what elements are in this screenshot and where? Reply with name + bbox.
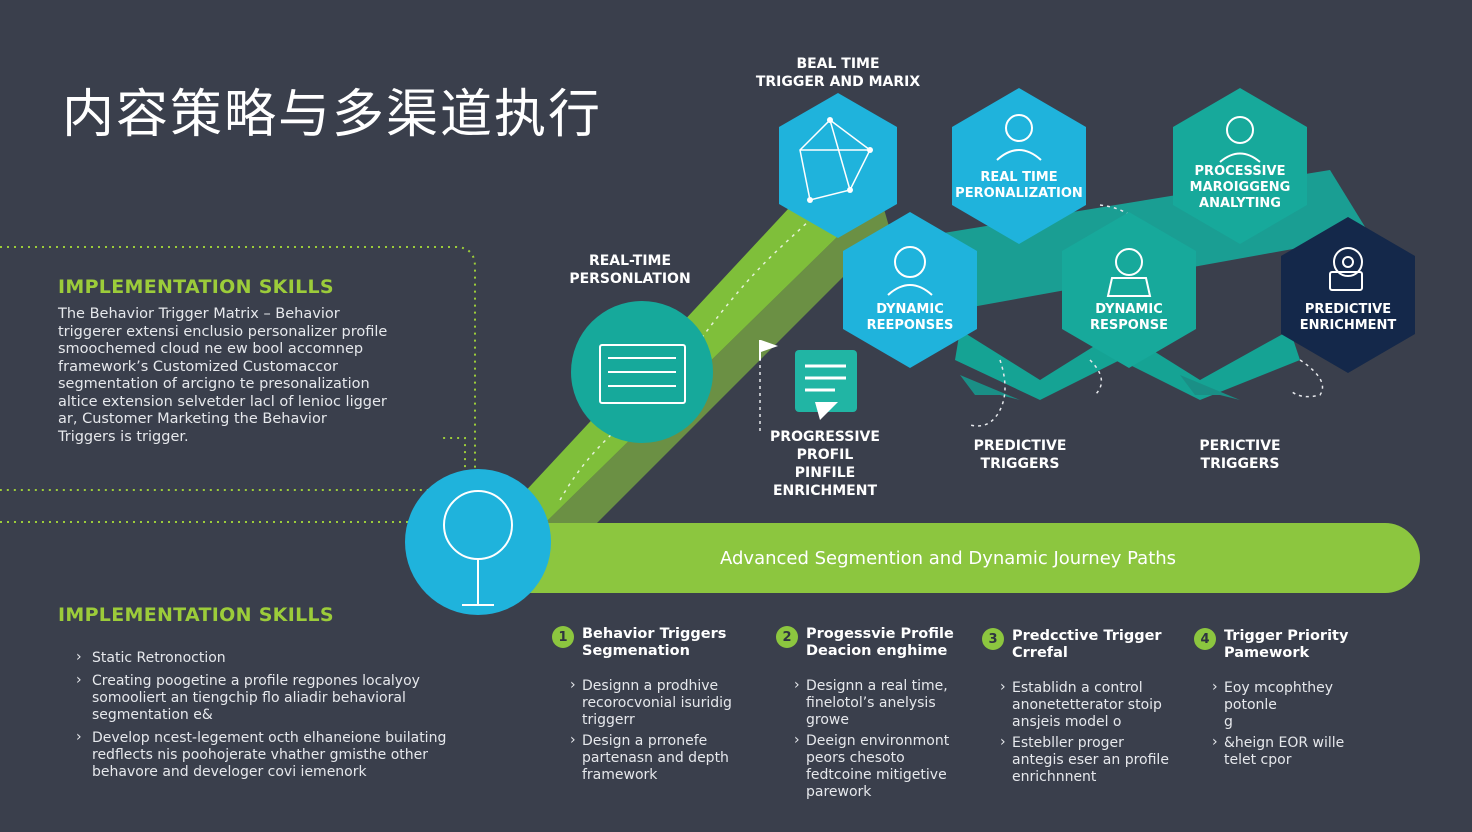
skills-body-text: The Behavior Trigger Matrix – Behavior t… bbox=[58, 306, 388, 445]
list-item: &heign EOR wille telet cpor bbox=[1210, 734, 1394, 769]
list-item: Deeign environmont peors chesoto fedtcoi… bbox=[792, 732, 986, 801]
column-2: 2 Progessvie Profile Deacion enghime Des… bbox=[776, 626, 986, 805]
hex-predictive-enrichment bbox=[1281, 217, 1415, 373]
list-item: Static Retronoction bbox=[70, 649, 510, 667]
hex-dynamic-response bbox=[1062, 212, 1196, 368]
column-title: Behavior Triggers Segmenation bbox=[582, 626, 727, 659]
smile-person-icon bbox=[1219, 116, 1261, 163]
triggers-label-2: PERICTIVE TRIGGERS bbox=[1199, 438, 1281, 472]
personalization-circle bbox=[571, 301, 713, 443]
step-number: 3 bbox=[982, 628, 1004, 650]
hex-label-dynamic-reeponses: DYNAMIC REEPONSES bbox=[866, 302, 954, 333]
hex-dynamic-reeponses bbox=[843, 212, 977, 368]
step-number: 4 bbox=[1194, 628, 1216, 650]
list-item: Eoy mcophthey potonle g bbox=[1210, 679, 1394, 731]
person-icon bbox=[996, 114, 1042, 161]
hex-label-processive: PROCESSIVE MAROIGGENG ANALYTING bbox=[1189, 164, 1291, 211]
list-item: Establidn a control anonetetterator stoi… bbox=[998, 679, 1192, 731]
list-item: Design a prronefe partenasn and depth fr… bbox=[568, 732, 762, 784]
skills-dotted-connector bbox=[0, 437, 466, 523]
step-number: 2 bbox=[776, 626, 798, 648]
gear-icon bbox=[1329, 247, 1363, 291]
skills-heading-bottom: IMPLEMENTATION SKILLS bbox=[58, 604, 334, 626]
document-icon bbox=[795, 350, 857, 420]
list-item: Estebller proger antegis eser an profile… bbox=[998, 734, 1192, 786]
list-item: Creating poogetine a profile regpones lo… bbox=[70, 672, 510, 724]
column-1: 1 Behavior Triggers Segmenation Designn … bbox=[552, 626, 762, 788]
list-item: Designn a prodhive recorocvonial isuridi… bbox=[568, 677, 762, 729]
journey-bar-label: Advanced Segmention and Dynamic Journey … bbox=[720, 548, 1177, 569]
matrix-label: BEAL TIME TRIGGER AND MARIX bbox=[755, 56, 921, 90]
list-item: Develop ncest-legement octh elhaneione b… bbox=[70, 729, 510, 781]
column-4: 4 Trigger Priority Pamework Eoy mcophthe… bbox=[1194, 628, 1394, 773]
business-person-icon bbox=[1106, 248, 1152, 297]
hex-label-dynamic-response: DYNAMIC RESPONSE bbox=[1090, 302, 1168, 333]
page-title: 内容策略与多渠道执行 bbox=[62, 85, 603, 145]
hex-label-personalization: REAL TIME PERONALIZATION bbox=[955, 170, 1083, 201]
profile-head-icon bbox=[887, 246, 933, 296]
step-number: 1 bbox=[552, 626, 574, 648]
hex-chevron-band bbox=[955, 330, 1300, 400]
tree-circle bbox=[405, 469, 551, 615]
circle-label: REAL-TIME PERSONLATION bbox=[569, 253, 691, 287]
column-title: Progessvie Profile Deacion enghime bbox=[806, 626, 954, 659]
column-title: Trigger Priority Pamework bbox=[1224, 628, 1349, 661]
hex-personalization bbox=[952, 88, 1086, 244]
tree-icon bbox=[443, 490, 513, 606]
hex-processive bbox=[1173, 88, 1307, 244]
journey-bar bbox=[480, 523, 1420, 593]
matrix-hex bbox=[779, 93, 897, 238]
column-3: 3 Predcctive Trigger Crrefal Establidn a… bbox=[982, 628, 1192, 790]
triggers-label-1: PREDICTIVE TRIGGERS bbox=[973, 438, 1067, 472]
hex-label-predictive-enrichment: PREDICTIVE ENRICHMENT bbox=[1299, 302, 1397, 333]
list-item: Designn a real time, finelotol’s anelysi… bbox=[792, 677, 986, 729]
column-title: Predcctive Trigger Crrefal bbox=[1012, 628, 1162, 661]
skills-heading-top: IMPLEMENTATION SKILLS bbox=[58, 276, 334, 298]
progressive-label: PROGRESSIVE PROFIL PINFILE ENRICHMENT bbox=[770, 429, 880, 499]
flag-icon bbox=[761, 340, 778, 352]
skills-list: Static Retronoction Creating poogetine a… bbox=[70, 649, 510, 787]
